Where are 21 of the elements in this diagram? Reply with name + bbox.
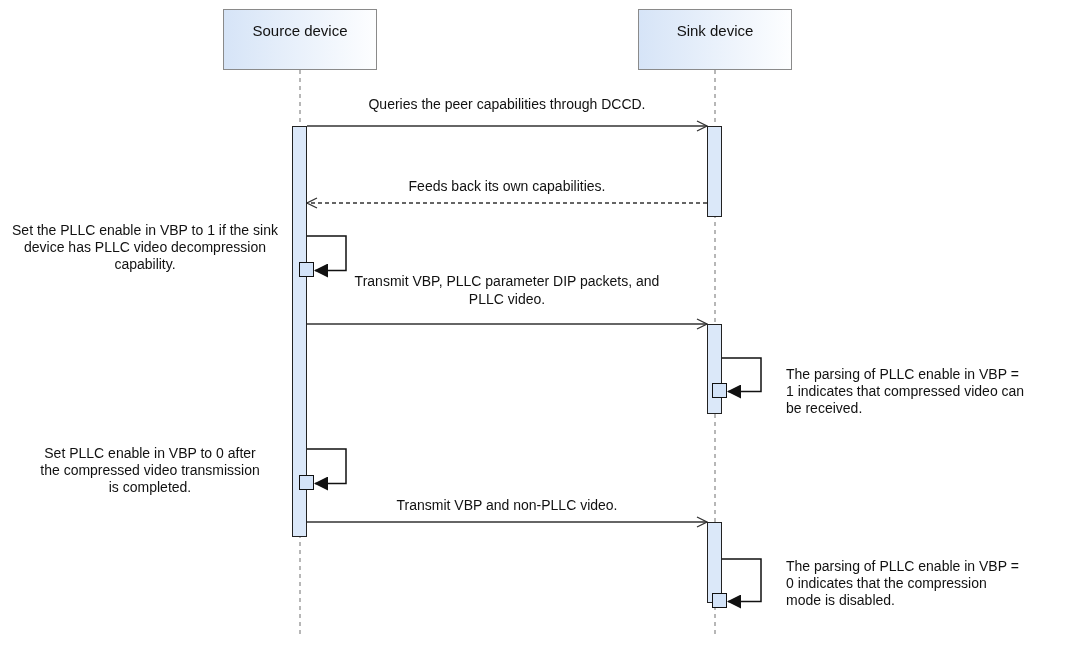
- lifeline-header-box: [638, 9, 792, 70]
- note-text: The parsing of PLLC enable in VBP = 1 indicates that compressed video can be received.: [786, 366, 1026, 417]
- lifeline-header-box: [223, 9, 377, 70]
- self-call-box: [299, 475, 315, 491]
- self-message-arrow: [721, 357, 762, 399]
- self-message-arrow: [721, 558, 762, 609]
- note-text: Set the PLLC enable in VBP to 1 if the sink device has PLLC video decompression capability.: [11, 222, 279, 273]
- message-arrow: [306, 318, 708, 330]
- lifeline-name: Sink device: [676, 22, 754, 39]
- self-call-box: [712, 593, 728, 609]
- self-message-arrow: [306, 448, 347, 491]
- message-arrow: [306, 516, 708, 528]
- message-arrow: [306, 120, 708, 132]
- self-message-arrow: [306, 235, 347, 278]
- return-message-arrow: [306, 197, 708, 209]
- activation-bar: [707, 126, 722, 217]
- self-call-box: [712, 383, 728, 399]
- note-text: The parsing of PLLC enable in VBP = 0 indicates that the compression mode is disabled.: [786, 558, 1020, 609]
- note-text: Set PLLC enable in VBP to 0 after the compressed video transmission is completed.: [39, 445, 261, 496]
- lifeline-name: Source device: [252, 22, 348, 39]
- self-call-box: [299, 262, 315, 278]
